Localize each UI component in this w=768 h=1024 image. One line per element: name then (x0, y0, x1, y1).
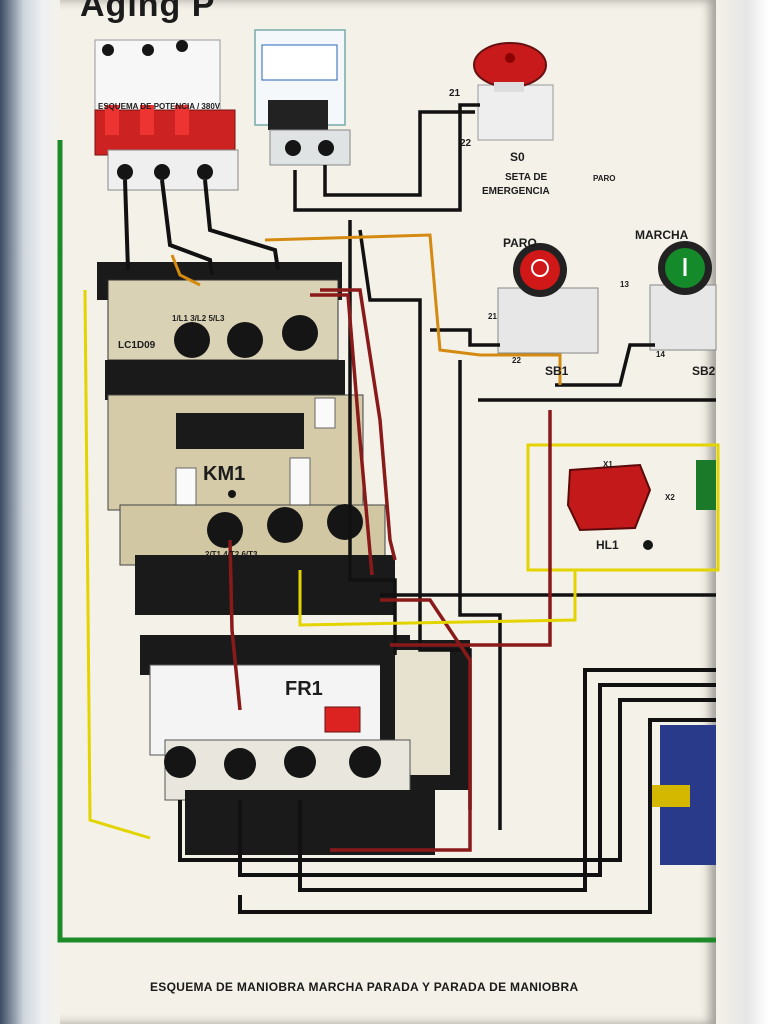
contactor-bottom-terminals: 2/T1 4/T2 6/T3 (205, 550, 258, 559)
stop-terminal-top: 21 (488, 312, 497, 321)
start-button-title: MARCHA (635, 228, 689, 242)
left-board-edge (0, 0, 60, 1024)
yellow-wires (83, 289, 577, 840)
emergency-stop-button (473, 42, 554, 141)
lamp-terminal-b: X2 (665, 493, 675, 502)
start-terminal-bottom: 14 (656, 350, 665, 359)
emergency-terminal-top: 21 (449, 88, 461, 99)
emergency-code: S0 (510, 150, 525, 164)
start-button (649, 241, 717, 351)
bottom-wire-loops (178, 668, 716, 914)
main-breaker (94, 39, 239, 191)
emergency-label-line1: SETA DE (505, 172, 548, 183)
power-wires (123, 179, 280, 276)
emergency-label-line2: EMERGENCIA (482, 186, 550, 197)
diagram-footer-caption: ESQUEMA DE MANIOBRA MARCHA PARADA Y PARA… (150, 980, 579, 994)
contactor-model: LC1D09 (118, 340, 156, 351)
pilot-lamp (526, 443, 720, 572)
stop-button (497, 243, 599, 354)
green-border-wire (57, 140, 716, 943)
lamp-terminal-a: X1 (603, 460, 613, 469)
right-board-edge (716, 0, 768, 1024)
contactor-km1 (97, 262, 395, 615)
motor-fragment (650, 725, 716, 865)
contactor-name: KM1 (203, 463, 246, 485)
overload-relay-fr1 (140, 635, 470, 855)
orange-wires (170, 233, 562, 385)
diagram-title: Aging P (80, 0, 216, 24)
stop-button-title: PARO (503, 236, 537, 250)
start-button-code: SB2 (692, 364, 716, 378)
stop-button-code: SB1 (545, 364, 569, 378)
emergency-side-label: PARO (593, 174, 616, 183)
start-terminal-top: 13 (620, 280, 629, 289)
stop-terminal-bottom: 22 (512, 356, 521, 365)
control-breaker (254, 29, 351, 166)
main-breaker-label: ESQUEMA DE POTENCIA / 380V (98, 102, 221, 111)
emergency-terminal-bottom: 22 (460, 138, 472, 149)
red-wires (228, 288, 552, 852)
lamp-code: HL1 (596, 538, 619, 552)
overload-relay-name: FR1 (285, 678, 323, 700)
contactor-top-terminals: 1/L1 3/L2 5/L3 (172, 314, 225, 323)
